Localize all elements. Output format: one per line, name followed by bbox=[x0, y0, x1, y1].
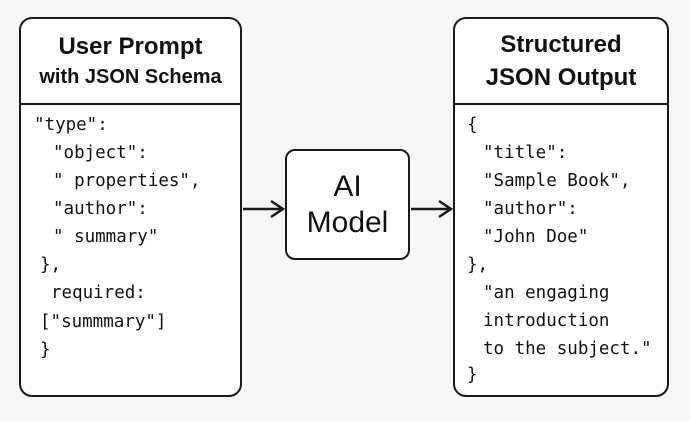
code-line: "type": bbox=[34, 115, 108, 135]
schema-prompt-subtitle: with JSON Schema bbox=[39, 66, 222, 88]
json-output-header: Structured JSON Output bbox=[455, 19, 667, 105]
json-output-title: Structured bbox=[500, 31, 622, 58]
code-line: "object": bbox=[53, 143, 148, 163]
code-line: "author": bbox=[53, 199, 148, 219]
json-output-panel: Structured JSON Output { "title": "Sampl… bbox=[453, 17, 669, 397]
schema-prompt-header: User Prompt with JSON Schema bbox=[21, 19, 240, 105]
code-line: { bbox=[467, 115, 478, 135]
schema-prompt-title: User Prompt bbox=[58, 33, 203, 60]
json-output-subtitle: JSON Output bbox=[485, 64, 637, 91]
arrow-model-to-output bbox=[411, 199, 454, 219]
code-line: } bbox=[40, 340, 51, 360]
code-line: " summary" bbox=[53, 227, 159, 247]
code-line: "Sample Book", bbox=[483, 171, 631, 191]
code-line: "author": bbox=[483, 199, 578, 219]
code-line: "John Doe" bbox=[483, 227, 589, 247]
code-line: required: bbox=[51, 283, 146, 303]
model-label-line1: AI bbox=[333, 169, 362, 203]
code-line: " properties", bbox=[53, 171, 201, 191]
code-line: } bbox=[467, 365, 478, 385]
ai-model-box: AI Model bbox=[285, 149, 410, 260]
code-line: }, bbox=[467, 255, 489, 275]
code-line: "title": bbox=[483, 143, 568, 163]
code-line: introduction bbox=[483, 311, 610, 331]
code-line: ["summmary"] bbox=[40, 312, 167, 332]
code-line: "an engaging bbox=[483, 283, 610, 303]
model-label-line2: Model bbox=[306, 205, 389, 239]
schema-prompt-panel: User Prompt with JSON Schema "type": "ob… bbox=[19, 17, 242, 397]
code-line: to the subject." bbox=[483, 339, 652, 359]
code-line: }, bbox=[40, 255, 62, 275]
arrow-prompt-to-model bbox=[243, 199, 286, 219]
